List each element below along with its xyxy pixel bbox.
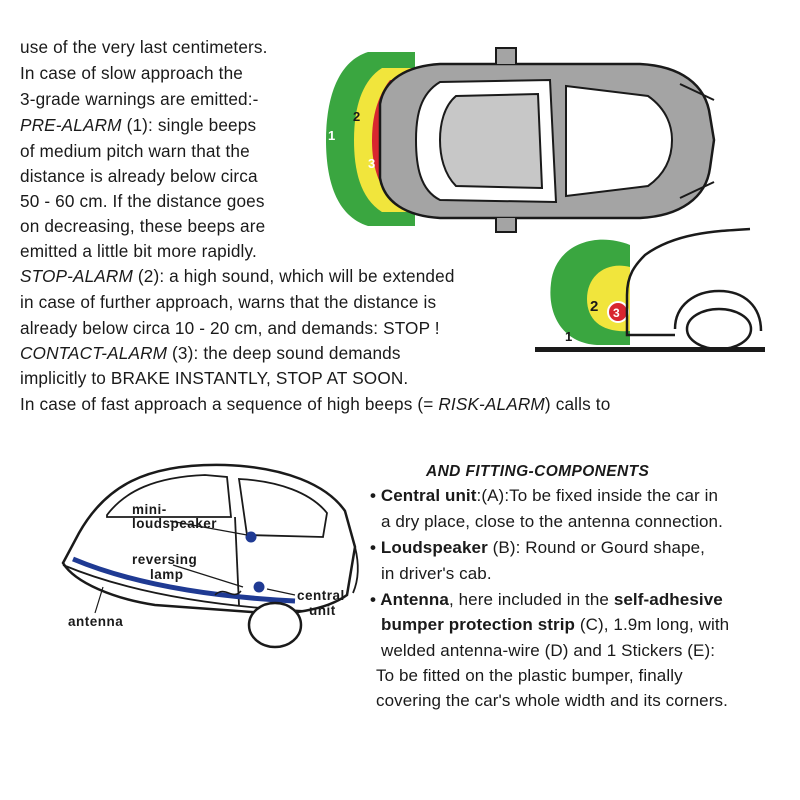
zone-2-number: 2 <box>353 109 360 124</box>
text-line: PRE-ALARM (1): single beeps <box>20 115 256 135</box>
stop-alarm-term: STOP-ALARM <box>20 266 133 286</box>
bullet-line: welded antenna-wire (D) and 1 Stickers (… <box>381 641 716 660</box>
text-line: distance is already below circa <box>20 166 258 186</box>
bullet-line: • Loudspeaker (B): Round or Gourd shape, <box>370 538 705 558</box>
bumper-strip <box>72 556 296 604</box>
leader-line <box>169 520 248 536</box>
text-line: of medium pitch warn that the <box>20 141 250 161</box>
risk-alarm-term: RISK-ALARM <box>438 394 545 414</box>
zone-1-number: 1 <box>565 329 572 344</box>
mini-label: mini- <box>132 502 167 517</box>
zone-3-number: 3 <box>613 306 620 320</box>
bullet-line: To be fitted on the plastic bumper, fina… <box>376 666 683 685</box>
bullet-line: bumper protection strip (C), 1.9m long, … <box>381 615 729 635</box>
antenna-term: • Antenna <box>370 590 449 609</box>
text-line: in case of further approach, warns that … <box>20 292 437 312</box>
side-mirror <box>495 218 517 233</box>
loudspeaker-label: loudspeaker <box>132 516 218 531</box>
car-top-view-icon: 1 2 3 <box>326 47 716 233</box>
zone-2-number: 2 <box>590 298 598 315</box>
central-unit-term: • Central unit <box>370 486 477 505</box>
text-span: , here included in the <box>448 590 614 609</box>
rear-window <box>237 478 328 538</box>
loudspeaker-dot <box>245 531 257 543</box>
antenna-label: antenna <box>68 614 124 629</box>
bullet-line: covering the car's whole width and its c… <box>376 691 728 710</box>
text-span: :(A):To be fixed inside the car in <box>476 486 719 505</box>
windshield <box>565 84 674 198</box>
central-label: central <box>297 588 345 603</box>
wire <box>214 590 242 596</box>
text-line: emitted a little bit more rapidly. <box>20 241 257 261</box>
car-rear-three-quarter-icon <box>61 463 359 649</box>
bumper-strip-term: bumper protection strip <box>381 615 576 634</box>
text-line: use of the very last centimeters. <box>20 37 268 57</box>
text-span: (C), 1.9m long, with <box>575 615 730 634</box>
text-line: CONTACT-ALARM (3): the deep sound demand… <box>20 343 401 363</box>
contact-alarm-term: CONTACT-ALARM <box>20 343 168 363</box>
bullet-line: a dry place, close to the antenna connec… <box>381 512 723 531</box>
text-span: ) calls to <box>544 394 611 414</box>
text-line: In case of fast approach a sequence of h… <box>20 394 610 414</box>
reversing-label: reversing <box>132 552 198 567</box>
bullet-line: in driver's cab. <box>381 564 492 583</box>
central-unit-dot <box>253 581 265 593</box>
text-span: (B): Round or Gourd shape, <box>487 538 705 557</box>
side-window <box>106 474 232 518</box>
text-line: STOP-ALARM (2): a high sound, which will… <box>20 266 455 286</box>
wheel <box>685 307 753 351</box>
text-line: implicitly to BRAKE INSTANTLY, STOP AT S… <box>20 368 409 388</box>
leader-line <box>172 564 244 588</box>
wheel <box>247 601 303 649</box>
text-line: already below circa 10 - 20 cm, and dema… <box>20 318 440 338</box>
text-span: (3): the deep sound demands <box>167 343 401 363</box>
text-span: (1): single beeps <box>121 115 257 135</box>
car-rear-bumper-icon: 1 2 3 <box>535 227 765 352</box>
leader-line <box>94 586 104 614</box>
text-line: 50 - 60 cm. If the distance goes <box>20 191 265 211</box>
zone-1-number: 1 <box>328 128 335 143</box>
leader-line <box>266 588 296 596</box>
bumper-outline <box>625 227 751 296</box>
bullet-line: • Central unit:(A):To be fixed inside th… <box>370 486 718 506</box>
text-line: In case of slow approach the <box>20 63 243 83</box>
lamp-label: lamp <box>150 567 184 582</box>
bullet-line: • Antenna, here included in the self-adh… <box>370 590 723 610</box>
zone-3-number: 3 <box>368 156 375 171</box>
ground-line <box>535 347 765 352</box>
text-span: (2): a high sound, which will be extende… <box>132 266 455 286</box>
side-mirror <box>495 47 517 64</box>
unit-label: unit <box>309 603 336 618</box>
roof <box>438 92 544 190</box>
pre-alarm-term: PRE-ALARM <box>20 115 122 135</box>
loudspeaker-term: • Loudspeaker <box>370 538 488 557</box>
text-span: In case of fast approach a sequence of h… <box>20 394 439 414</box>
wheel-arch <box>673 289 763 332</box>
section-heading: AND FITTING-COMPONENTS <box>426 463 650 480</box>
text-line: on decreasing, these beeps are <box>20 216 266 236</box>
self-adhesive-term: self-adhesive <box>613 590 723 609</box>
text-line: 3-grade warnings are emitted:- <box>20 89 259 109</box>
